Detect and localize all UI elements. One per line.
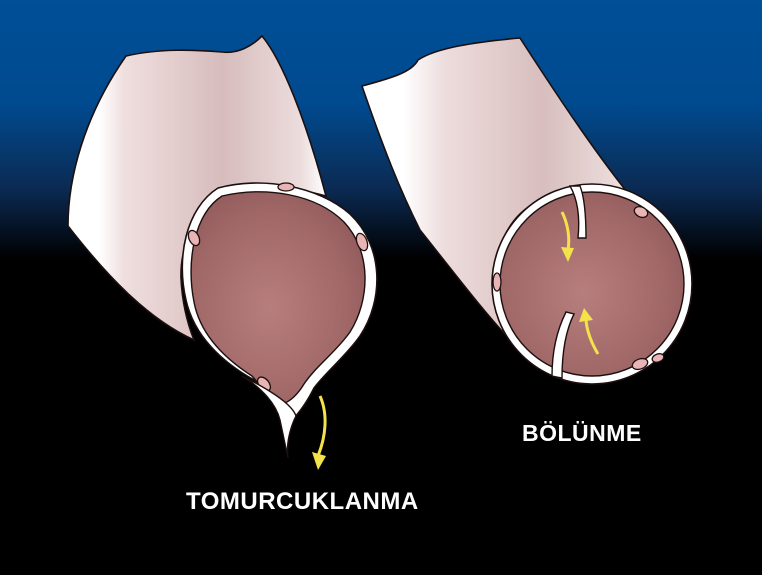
endothelial-nucleus: [493, 273, 501, 291]
splitting-label: BÖLÜNME: [522, 420, 642, 447]
endothelial-nucleus: [278, 183, 294, 191]
sprouting-label: TOMURCUKLANMA: [186, 488, 419, 516]
splitting-vessel-lumen: [500, 192, 684, 376]
